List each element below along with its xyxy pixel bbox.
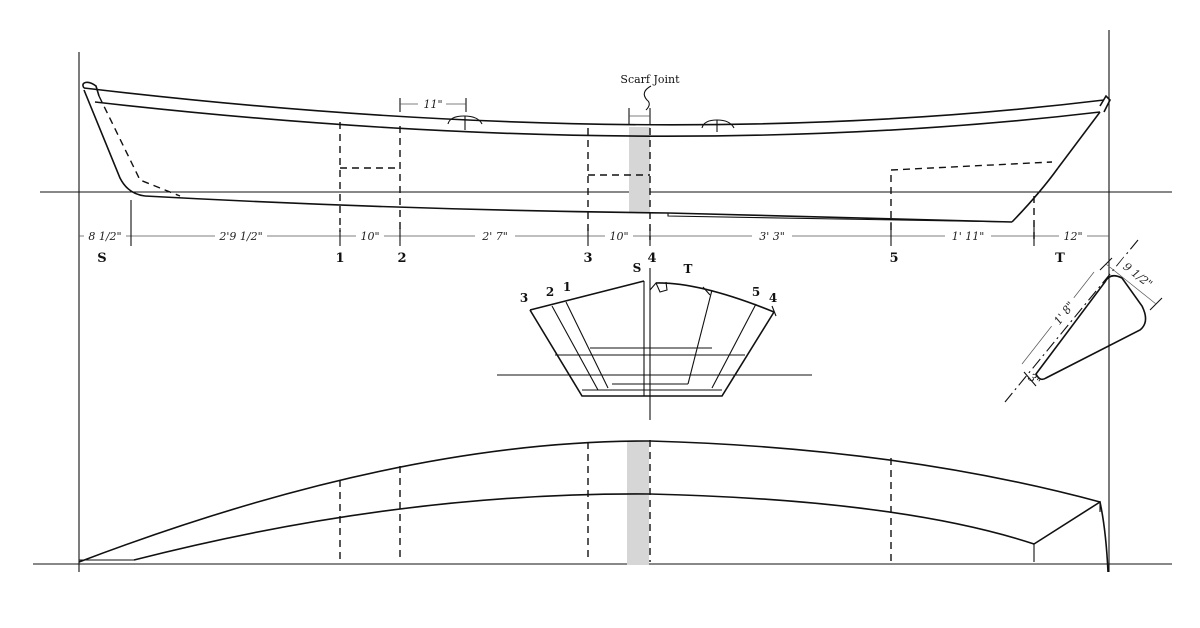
dim-4-to-5: 3' 3": [759, 230, 785, 243]
dim-block-width: 11": [423, 98, 442, 111]
scarf-arrow: [643, 85, 652, 111]
stern-lower: [1011, 167, 1059, 223]
bottom: [144, 195, 1013, 223]
body-label-1-left: 1: [563, 280, 571, 294]
dim-5-to-t: 1' 11": [952, 230, 985, 243]
plan-inner-curve: [133, 493, 1035, 561]
sheer-top: [83, 87, 1105, 126]
dim-transom-top: 9 1/2": [1121, 260, 1155, 291]
body-label-3-left: 3: [520, 291, 528, 305]
dim-2-to-3: 2' 7": [481, 230, 508, 243]
transom-centerline: [1004, 239, 1139, 403]
station-label-2: 2: [397, 251, 406, 266]
body-label-s: S: [633, 261, 642, 275]
profile-view: 11" Scarf Joint: [82, 73, 1111, 240]
skeg: [667, 213, 1013, 223]
body-label-5-right: 5: [752, 285, 760, 299]
scarf-band-profile: [629, 127, 650, 213]
transom-detail: 9 1/2" 1' 8" 3": [1004, 239, 1163, 403]
station-label-4: 4: [647, 251, 656, 266]
dim-3-to-4: 10": [609, 230, 628, 243]
plan-stern: [1033, 500, 1109, 573]
body-label-t: T: [684, 262, 693, 276]
plan-outer-curve: [78, 440, 1101, 563]
dim-stern: 12": [1063, 230, 1082, 243]
body-label-2-left: 2: [546, 285, 554, 299]
transom-profile: [1057, 111, 1101, 169]
station-label-5: 5: [889, 251, 898, 266]
body-label-4-right: 4: [769, 291, 777, 305]
station-label-s: S: [97, 251, 106, 266]
sheer-lower: [94, 101, 1101, 137]
body-plan: 3 2 1 S T 5 4: [497, 261, 812, 420]
station-label-t: T: [1055, 251, 1065, 266]
station-label-1: 1: [335, 251, 344, 266]
station-label-3: 3: [583, 251, 592, 266]
bow-interior-dashed: [98, 95, 181, 197]
cleat-left: [447, 115, 483, 125]
dim-bow: 8 1/2": [88, 230, 121, 243]
dim-1-to-2: 10": [360, 230, 379, 243]
scarf-band-plan: [627, 441, 649, 565]
bow-head: [82, 81, 100, 97]
stern-head: [1099, 94, 1111, 113]
dim-transom-bottom: 3": [1026, 371, 1044, 389]
scarf-joint-label: Scarf Joint: [620, 73, 680, 86]
dim-s-to-1: 2'9 1/2": [218, 230, 262, 243]
station-dimensions: 8 1/2" 2'9 1/2" 10" 2' 7" 10" 3' 3" 1' 1…: [84, 200, 1087, 266]
plan-view: [78, 440, 1109, 573]
stem: [83, 89, 146, 197]
